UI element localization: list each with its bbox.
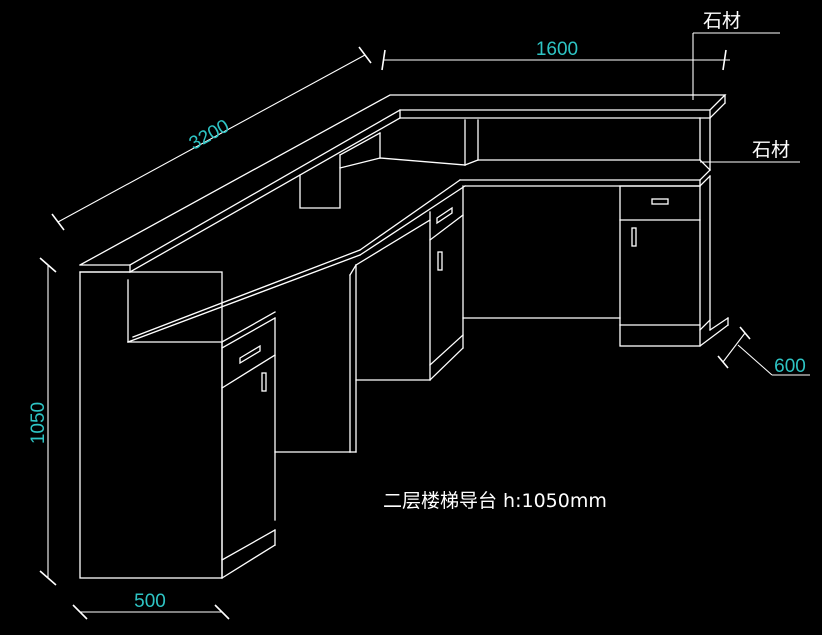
reception-desk xyxy=(79,94,729,579)
callout-stone-top: 石材 xyxy=(692,10,780,100)
dimension-1600: 1600 xyxy=(381,39,730,71)
callout-stone-upper-text: 石材 xyxy=(752,139,790,161)
dimension-3200: 3200 xyxy=(51,46,372,231)
left-cabinet xyxy=(221,317,276,579)
right-cabinet xyxy=(619,175,729,347)
callout-stone-upper: 石材 xyxy=(700,139,800,163)
dimension-600: 600 xyxy=(717,326,810,377)
work-surface xyxy=(127,179,701,349)
raised-panel xyxy=(127,117,711,343)
callout-stone-top-text: 石材 xyxy=(703,10,741,32)
drawing-caption: 二层楼梯导台 h:1050mm xyxy=(383,490,607,512)
dimension-1600-text: 1600 xyxy=(536,39,578,60)
dimension-3200-text: 3200 xyxy=(186,116,233,155)
middle-panel xyxy=(274,264,357,453)
dimension-1050: 1050 xyxy=(28,257,57,586)
dimension-600-text: 600 xyxy=(774,356,806,377)
counter-top xyxy=(79,94,727,273)
left-end-panel xyxy=(79,271,223,579)
dimension-500: 500 xyxy=(72,591,230,620)
center-cabinet xyxy=(355,185,464,381)
dimension-1050-text: 1050 xyxy=(28,402,49,444)
dimension-500-text: 500 xyxy=(134,591,166,612)
